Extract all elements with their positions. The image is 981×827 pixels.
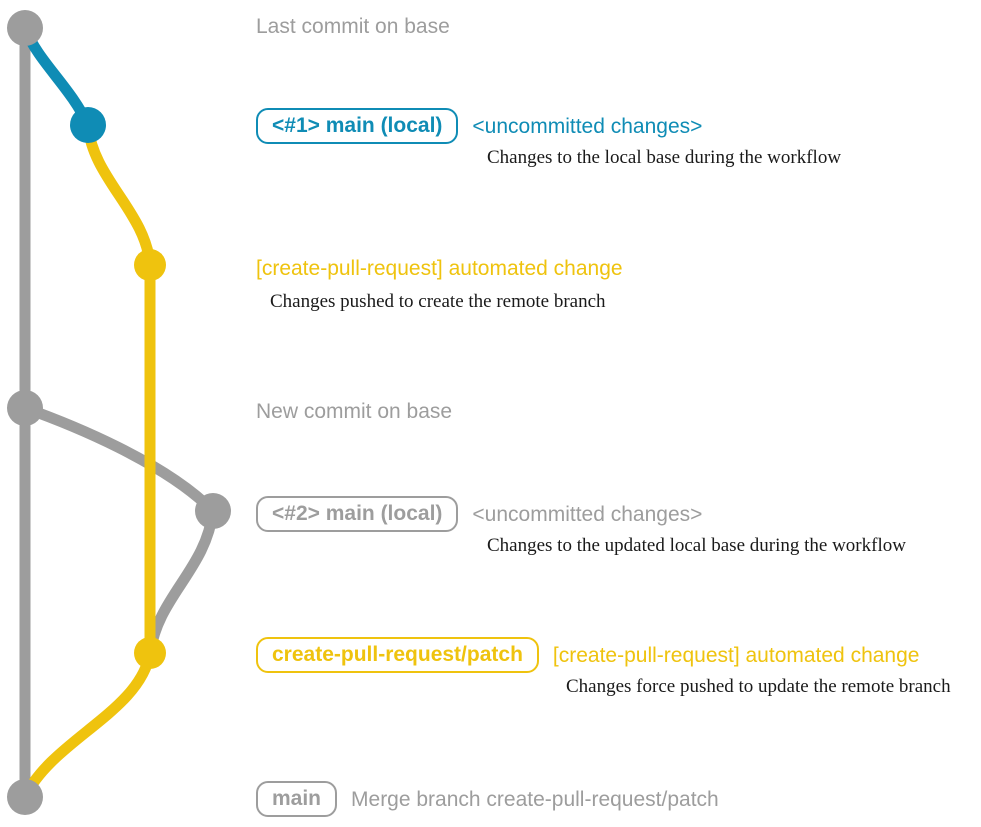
commit-subject-last-commit-on-base: Last commit on base bbox=[256, 15, 450, 38]
commit-row-merge: main Merge branch create-pull-request/pa… bbox=[256, 781, 719, 817]
edge-patch2-to-merge bbox=[19, 647, 156, 803]
commit-row-automated-change-2: create-pull-request/patch [create-pull-r… bbox=[256, 637, 919, 673]
commit-node-patch-1 bbox=[134, 249, 166, 281]
commit-note-automated-change-2: Changes force pushed to update the remot… bbox=[566, 676, 951, 697]
commit-subject-local-main-1: <uncommitted changes> bbox=[472, 114, 703, 138]
commit-note-local-main-1: Changes to the local base during the wor… bbox=[487, 147, 842, 168]
branch-pill-create-pull-request-patch[interactable]: create-pull-request/patch bbox=[256, 637, 539, 673]
branch-pill-main[interactable]: main bbox=[256, 781, 338, 817]
commit-row-local-main-1: <#1> main (local) <uncommitted changes> bbox=[256, 108, 702, 144]
commit-subject-automated-change-2: [create-pull-request] automated change bbox=[552, 643, 920, 667]
commit-node-patch-2 bbox=[134, 637, 166, 669]
commit-note-local-main-2: Changes to the updated local base during… bbox=[487, 535, 906, 556]
commit-nodes bbox=[7, 10, 231, 815]
branch-pill-local-main-1[interactable]: <#1> main (local) bbox=[256, 108, 459, 144]
commit-node-base-head bbox=[7, 10, 43, 46]
commit-row-local-main-2: <#2> main (local) <uncommitted changes> bbox=[256, 496, 702, 532]
commit-node-base-new bbox=[7, 390, 43, 426]
commit-subject-merge: Merge branch create-pull-request/patch bbox=[351, 787, 719, 811]
commit-subject-automated-change-1: [create-pull-request] automated change bbox=[256, 257, 623, 280]
commit-node-merge bbox=[7, 779, 43, 815]
commit-node-local-1 bbox=[70, 107, 106, 143]
commit-note-automated-change-1: Changes pushed to create the remote bran… bbox=[270, 291, 606, 312]
commit-node-local-2 bbox=[195, 493, 231, 529]
edge-base-to-local2 bbox=[19, 402, 219, 517]
edge-local1-to-patch1 bbox=[82, 119, 156, 271]
branch-pill-local-main-2[interactable]: <#2> main (local) bbox=[256, 496, 459, 532]
commit-subject-local-main-2: <uncommitted changes> bbox=[472, 502, 703, 526]
commit-subject-new-commit-on-base: New commit on base bbox=[256, 400, 453, 423]
